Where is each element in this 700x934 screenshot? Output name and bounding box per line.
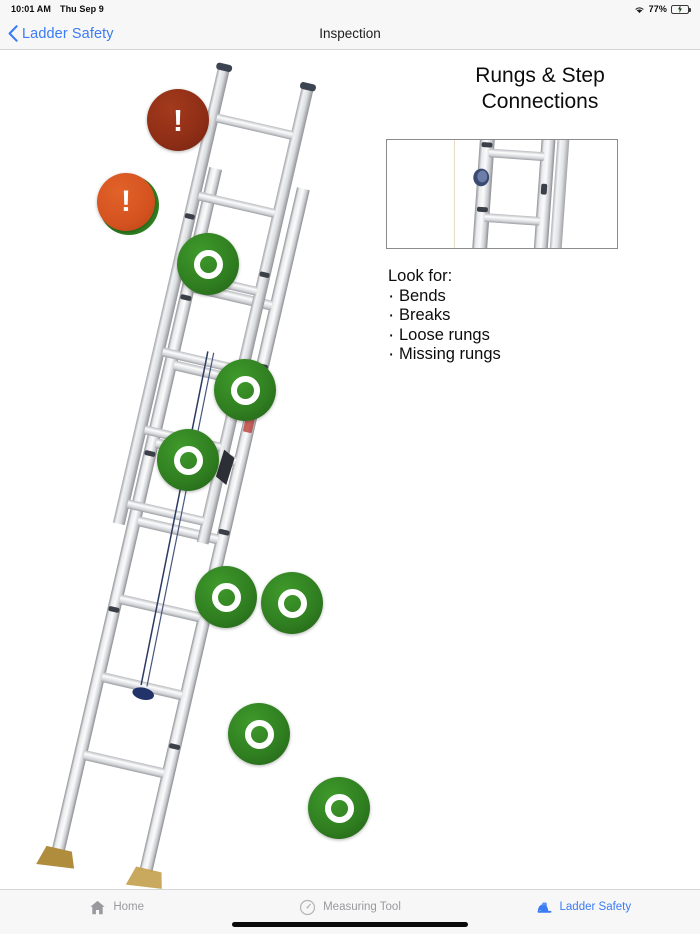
ring-icon: [277, 588, 307, 618]
battery-charging-icon: [671, 4, 691, 14]
ladder-rung-closeup-photo: [387, 140, 617, 248]
marker-pass-8[interactable]: [228, 703, 290, 765]
page-title: Inspection: [319, 26, 381, 41]
marker-pass-4[interactable]: [214, 359, 276, 421]
ring-icon: [230, 375, 260, 405]
chevron-left-icon: [8, 25, 18, 42]
look-for-item: Missing rungs: [388, 344, 678, 367]
hard-hat-icon: [536, 899, 553, 916]
status-bar: 10:01 AM Thu Sep 9 77%: [0, 0, 700, 18]
marker-pass-3[interactable]: [177, 233, 239, 295]
ring-icon: [211, 582, 241, 612]
status-bar-left: 10:01 AM Thu Sep 9: [11, 4, 104, 14]
marker-warn-2[interactable]: !: [97, 173, 159, 235]
ring-icon: [173, 445, 203, 475]
exclamation-icon: !: [172, 102, 184, 138]
exclamation-icon: !: [121, 185, 131, 218]
tab-ladder-safety-label: Ladder Safety: [559, 901, 632, 913]
look-for-item: Breaks: [388, 305, 678, 328]
navigation-bar: Inspection Ladder Safety: [0, 18, 700, 50]
look-for-heading: Look for:: [388, 267, 453, 285]
tab-home[interactable]: Home: [0, 890, 233, 924]
ring-icon: [244, 719, 274, 749]
section-title: Rungs & Step Connections: [475, 64, 605, 113]
home-icon: [89, 899, 106, 916]
home-indicator[interactable]: [232, 922, 468, 927]
tab-ladder-safety[interactable]: Ladder Safety: [467, 890, 700, 924]
marker-pass-5[interactable]: [157, 429, 219, 491]
back-button[interactable]: Ladder Safety: [8, 25, 114, 42]
tab-measuring-tool[interactable]: Measuring Tool: [233, 890, 466, 924]
tab-bar: Home Measuring Tool Ladde: [0, 889, 700, 934]
wifi-icon: [634, 5, 645, 14]
marker-pass-7[interactable]: [261, 572, 323, 634]
ring-icon: [193, 249, 223, 279]
status-date: Thu Sep 9: [59, 4, 104, 14]
inspection-info-panel: Rungs & Step Connections: [380, 51, 700, 889]
battery-percent: 77%: [648, 4, 667, 14]
status-bar-right: 77%: [634, 4, 691, 14]
tab-home-label: Home: [113, 901, 144, 913]
gauge-icon: [299, 899, 316, 916]
look-for-item: Bends: [388, 286, 678, 309]
ladder-diagram: ! !: [0, 51, 380, 889]
tab-measuring-tool-label: Measuring Tool: [323, 901, 401, 913]
ladder-photo: [36, 62, 316, 889]
main-content: ! !: [0, 51, 700, 889]
look-for-item: Loose rungs: [388, 325, 678, 348]
back-button-label: Ladder Safety: [22, 25, 114, 42]
status-time: 10:01 AM: [11, 4, 51, 14]
marker-fail-1[interactable]: !: [147, 89, 209, 151]
reference-image-frame: [386, 139, 618, 249]
ring-icon: [324, 793, 354, 823]
marker-pass-9[interactable]: [308, 777, 370, 839]
marker-pass-6[interactable]: [195, 566, 257, 628]
look-for-list: Look for: Bends Breaks Loose rungs Missi…: [388, 267, 678, 367]
